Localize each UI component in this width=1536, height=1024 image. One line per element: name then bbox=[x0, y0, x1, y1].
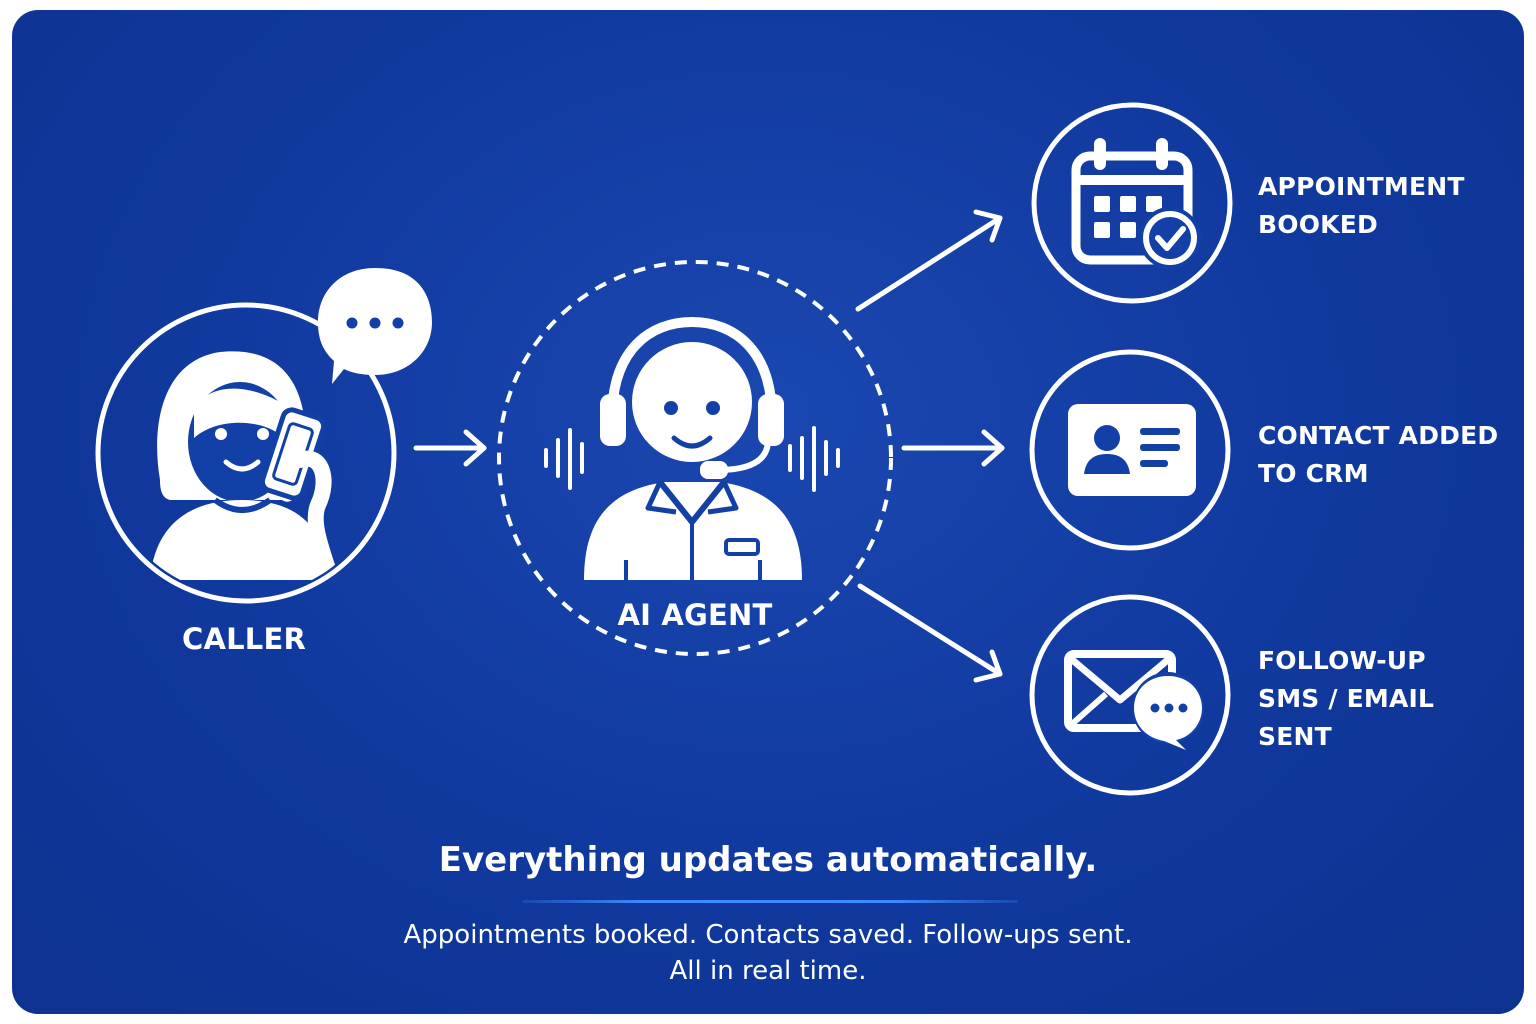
arrow-agent-to-crm bbox=[901, 429, 1005, 467]
outcome-appointment-label: APPOINTMENT BOOKED bbox=[1258, 168, 1508, 244]
arrow-caller-to-agent bbox=[413, 429, 487, 467]
outcome-followup-label: FOLLOW-UP SMS / EMAIL SENT bbox=[1258, 642, 1508, 756]
chat-bubble-icon bbox=[318, 268, 432, 384]
headline: Everything updates automatically. bbox=[438, 840, 1098, 880]
headline-underline bbox=[522, 900, 1018, 903]
calendar-check-icon bbox=[1071, 138, 1201, 269]
headset-agent-icon bbox=[584, 316, 802, 580]
outcome-crm-line: TO CRM bbox=[1258, 459, 1369, 488]
agent-node bbox=[497, 260, 893, 656]
outcome-appointment-line: BOOKED bbox=[1258, 210, 1378, 239]
outcome-followup-line: SMS / EMAIL bbox=[1258, 684, 1435, 713]
outcome-followup-line: FOLLOW-UP bbox=[1258, 646, 1426, 675]
sound-wave-left-icon bbox=[544, 428, 584, 490]
followup-node bbox=[1029, 594, 1231, 796]
arrow-agent-to-appointment bbox=[855, 209, 1003, 312]
outcome-appointment-line: APPOINTMENT bbox=[1258, 172, 1465, 201]
subtitle-line-1: Appointments booked. Contacts saved. Fol… bbox=[403, 920, 1133, 950]
caller-label: CALLER bbox=[181, 622, 307, 656]
sound-wave-right-icon bbox=[788, 426, 840, 492]
outcome-crm-label: CONTACT ADDED TO CRM bbox=[1258, 417, 1508, 493]
crm-node bbox=[1029, 349, 1231, 551]
arrow-agent-to-followup bbox=[857, 583, 1003, 683]
envelope-chat-icon bbox=[1064, 650, 1204, 750]
outcome-followup-line: SENT bbox=[1258, 722, 1332, 751]
agent-label: AI AGENT bbox=[617, 598, 773, 632]
contact-card-icon bbox=[1068, 404, 1196, 496]
subtitle-line-2: All in real time. bbox=[669, 956, 867, 986]
person-on-phone-icon bbox=[150, 351, 338, 583]
outcome-crm-line: CONTACT ADDED bbox=[1258, 421, 1499, 450]
caller-node bbox=[95, 302, 397, 604]
appointment-node bbox=[1031, 102, 1233, 304]
